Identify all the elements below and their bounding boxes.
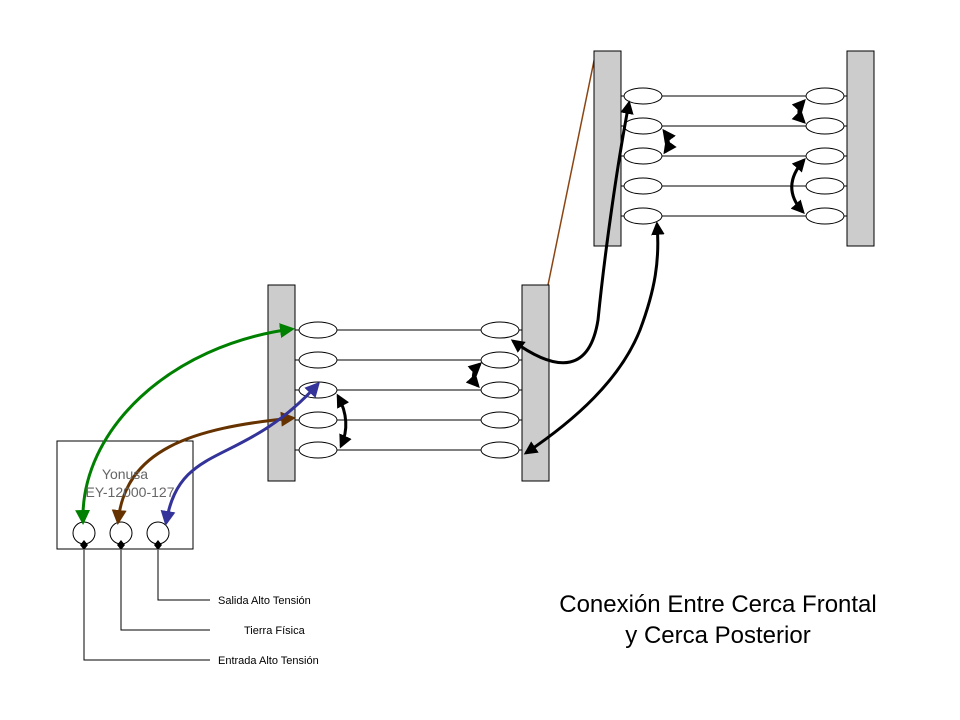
insulator (623, 117, 663, 135)
front-jumper-left (336, 393, 352, 449)
energizer-brand: Yonusa (102, 466, 148, 482)
input-wire-arrow (75, 323, 295, 525)
diagram-title-line1: Conexión Entre Cerca Frontal (559, 591, 876, 618)
output-terminal-label: Salida Alto Tensión (218, 595, 311, 607)
input-terminal-label: Entrada Alto Tensión (218, 655, 319, 667)
insulator (805, 87, 845, 105)
fence-link-line (547, 50, 597, 286)
rear-jumper-left (662, 128, 677, 155)
insulator (623, 147, 663, 165)
insulator (623, 177, 663, 195)
insulator (298, 411, 338, 429)
insulator (298, 351, 338, 369)
ground-terminal-label: Tierra Física (244, 625, 306, 637)
front-fence (267, 284, 550, 482)
insulator (805, 147, 845, 165)
rear-fence (593, 50, 875, 247)
diagram-title-line2: y Cerca Posterior (625, 622, 810, 649)
rear-jumper-right-top (791, 99, 806, 124)
insulator (480, 351, 520, 369)
insulator (480, 321, 520, 339)
front-fence-left-post (267, 284, 296, 482)
front-jumper-right (465, 362, 482, 388)
fence-link-arrow-lower (523, 221, 665, 455)
insulator (480, 411, 520, 429)
energizer-model: EY-12000-127 (85, 484, 174, 500)
insulator (805, 117, 845, 135)
insulator (298, 321, 338, 339)
insulator (805, 207, 845, 225)
terminal-leaders (83, 550, 210, 661)
insulator (480, 441, 520, 459)
insulator (623, 87, 663, 105)
insulator (805, 177, 845, 195)
insulator (298, 441, 338, 459)
insulator (480, 381, 520, 399)
rear-jumper-right-bottom (790, 157, 806, 214)
rear-fence-insulators (623, 87, 845, 225)
rear-fence-left-post (593, 50, 622, 247)
rear-fence-right-post (846, 50, 875, 247)
insulator (623, 207, 663, 225)
output-wire-arrow (160, 381, 321, 526)
